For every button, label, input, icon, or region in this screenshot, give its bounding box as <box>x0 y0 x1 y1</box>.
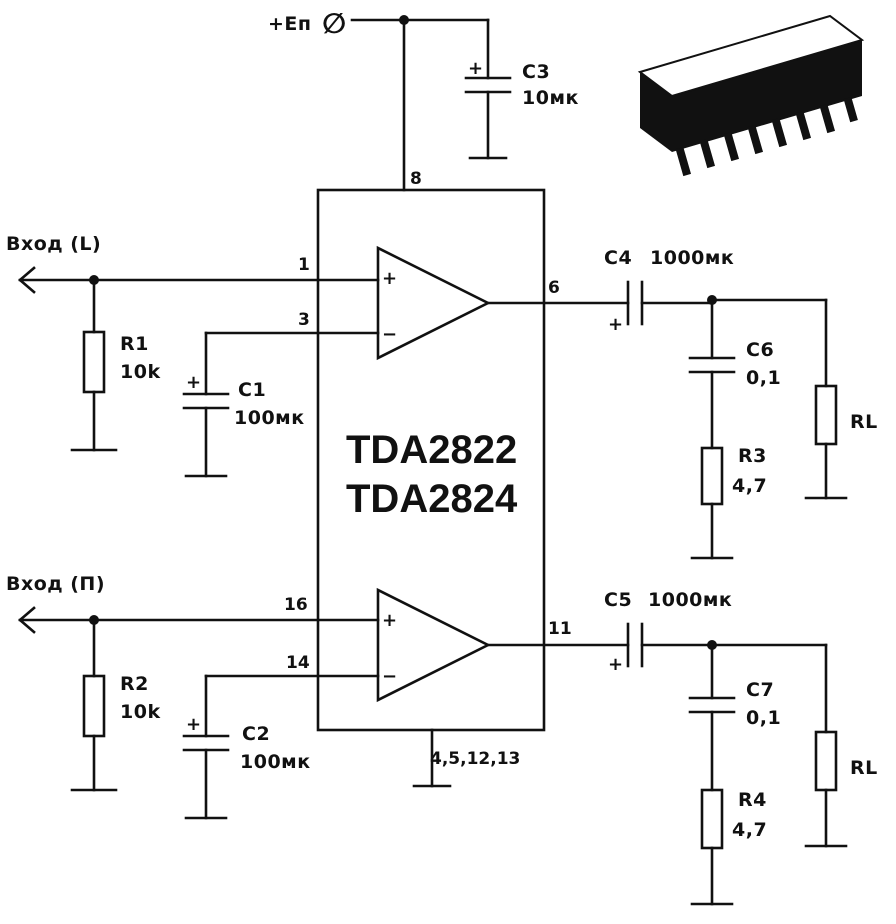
r4-body <box>700 788 724 850</box>
c4-plus: + <box>608 314 623 335</box>
c1-plus: + <box>186 372 201 393</box>
opamp-right <box>376 587 491 703</box>
r2-name: R2 <box>120 673 149 695</box>
c5-plus: + <box>608 654 623 675</box>
c6-name: C6 <box>746 339 774 361</box>
r2-value: 10k <box>120 701 161 723</box>
supply-section: +Еп ∅ + C3 10мк <box>268 7 579 192</box>
pin-ground-label: 4,5,12,13 <box>430 749 520 769</box>
ic-part-number-2: TDA2824 <box>346 477 518 521</box>
r3-name: R3 <box>738 445 767 467</box>
supply-terminal-symbol: ∅ <box>322 7 346 40</box>
r2-body <box>82 674 106 738</box>
input-left-label: Вход (L) <box>6 233 101 255</box>
r3-body <box>700 446 724 506</box>
supply-label: +Еп <box>268 13 312 35</box>
c2-name: C2 <box>242 723 270 745</box>
c5-value: 1000мк <box>648 589 732 611</box>
dip-package-illustration <box>637 14 865 177</box>
pin-8-label: 8 <box>410 169 422 189</box>
ic-part-number-1: TDA2822 <box>346 428 517 472</box>
opamp-right-minus: − <box>382 666 397 687</box>
c1-value: 100мк <box>234 407 305 429</box>
pin-11-label: 11 <box>548 619 572 639</box>
c3-plus: + <box>468 58 483 79</box>
channel-right: Вход (П) R2 10k 16 14 + C2 100мк + − 11 … <box>6 573 878 906</box>
r1-value: 10k <box>120 361 161 383</box>
c5-name: C5 <box>604 589 632 611</box>
rl-right-body <box>814 730 838 792</box>
rl-left-label: RL <box>850 411 878 433</box>
rl-left-body <box>814 384 838 446</box>
c4-name: C4 <box>604 247 632 269</box>
pin-3-label: 3 <box>298 310 310 330</box>
opamp-left-minus: − <box>382 324 397 345</box>
c2-plus: + <box>186 714 201 735</box>
pin-1-label: 1 <box>298 255 310 275</box>
r1-name: R1 <box>120 333 149 355</box>
c3-name: C3 <box>522 61 550 83</box>
channel-left: Вход (L) R1 10k 1 3 + C1 100мк + − 6 + <box>6 233 878 560</box>
c6-value: 0,1 <box>746 367 781 389</box>
c4-value: 1000мк <box>650 247 734 269</box>
rl-right-label: RL <box>850 757 878 779</box>
pin-6-label: 6 <box>548 278 560 298</box>
c2-value: 100мк <box>240 751 311 773</box>
c7-value: 0,1 <box>746 707 781 729</box>
ic-body: TDA2822 TDA2824 8 4,5,12,13 <box>316 169 546 788</box>
opamp-right-plus: + <box>382 610 397 631</box>
r4-name: R4 <box>738 789 767 811</box>
c7-name: C7 <box>746 679 774 701</box>
r3-value: 4,7 <box>732 475 767 497</box>
opamp-left <box>376 245 491 361</box>
r1-body <box>82 330 106 394</box>
pin-16-label: 16 <box>284 595 308 615</box>
c1-name: C1 <box>238 379 266 401</box>
c3-value: 10мк <box>522 87 579 109</box>
r4-value: 4,7 <box>732 819 767 841</box>
opamp-left-plus: + <box>382 268 397 289</box>
input-right-label: Вход (П) <box>6 573 105 595</box>
pin-14-label: 14 <box>286 653 310 673</box>
